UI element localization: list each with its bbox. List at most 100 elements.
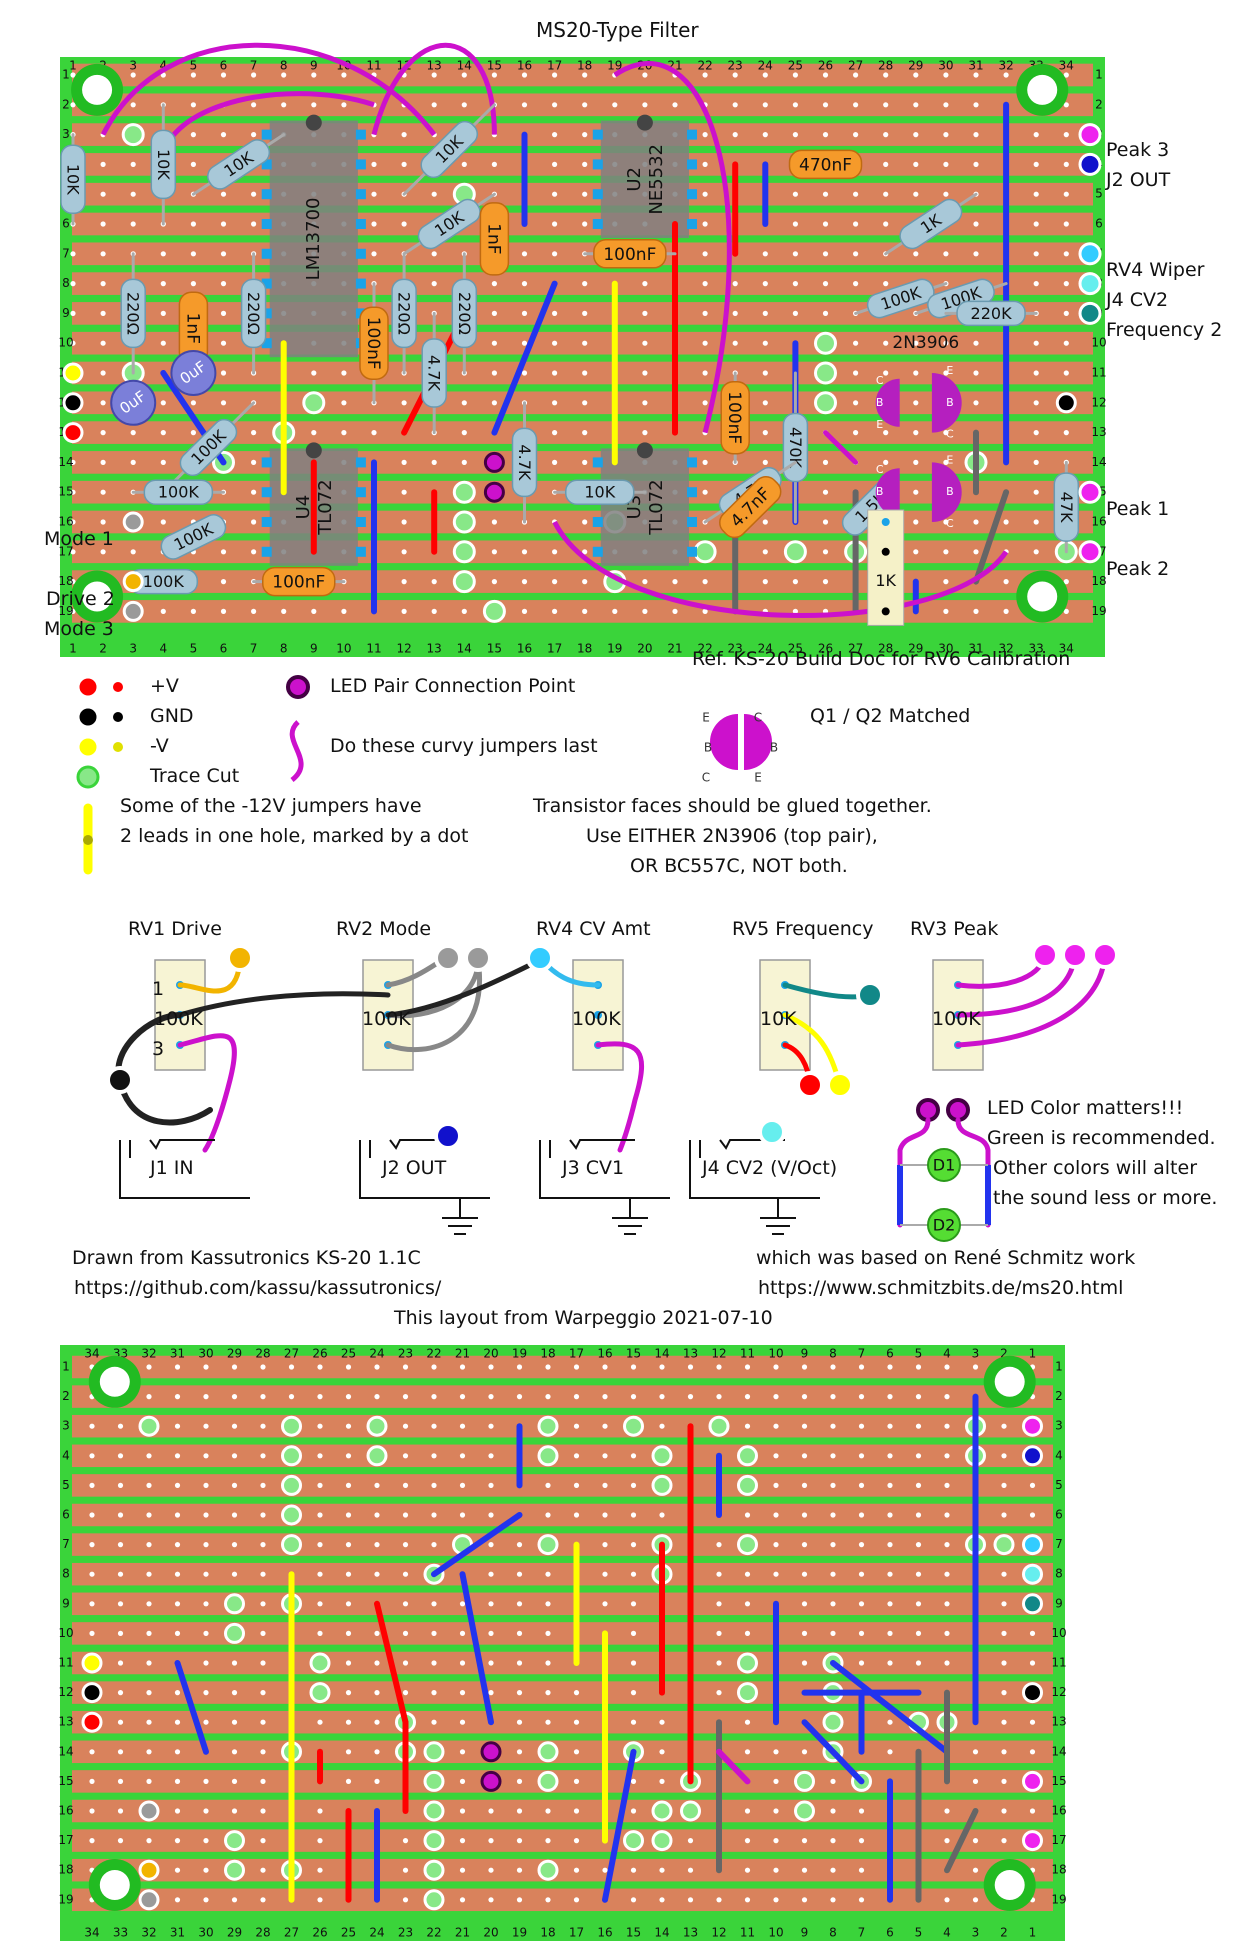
strip-hole: [702, 400, 708, 406]
mounting-hole-center: [82, 581, 113, 612]
trace-cut: [281, 1534, 302, 1556]
trace-cut: [309, 1652, 331, 1674]
strip-hole: [762, 459, 768, 465]
column-number: 30: [198, 1926, 213, 1940]
pad-drive-2: [122, 571, 144, 593]
strip-hole: [89, 1542, 95, 1548]
strip-hole: [160, 251, 166, 257]
strip-hole: [89, 1423, 95, 1429]
trimmer-rv6: [867, 509, 905, 626]
strip-hole: [642, 340, 648, 346]
strip-hole: [913, 370, 919, 376]
strip-hole: [251, 549, 257, 555]
copper-strip: [72, 1829, 1053, 1852]
ic-pin: [592, 517, 603, 527]
resistor-body: [899, 198, 963, 250]
off-board-pad: [1022, 1770, 1043, 1792]
transistor-pin: C: [946, 517, 954, 530]
column-number: 19: [512, 1347, 527, 1361]
strip-hole: [260, 1571, 266, 1577]
strip-hole: [913, 251, 919, 257]
strip-hole: [552, 370, 558, 376]
strip-hole: [822, 579, 829, 585]
strip-hole: [858, 1453, 865, 1459]
column-number: 32: [998, 59, 1013, 73]
trace-cut: [651, 1800, 673, 1822]
row-number: 19: [58, 604, 73, 618]
strip-hole: [231, 1749, 238, 1755]
strip-hole: [702, 489, 708, 495]
strip-hole: [582, 161, 588, 167]
row-number: 7: [62, 1537, 70, 1551]
jack-contact: [699, 1139, 785, 1158]
strip-hole: [146, 1630, 152, 1636]
jumper-blue: [602, 1748, 637, 1903]
transistor-pin: B: [876, 485, 884, 498]
strip-hole: [642, 400, 648, 406]
strip-hole: [1029, 1482, 1036, 1488]
pad-ground: [62, 392, 84, 414]
strip-hole: [716, 1630, 722, 1636]
strip-hole: [89, 1482, 95, 1488]
strip-hole: [220, 221, 227, 227]
strip-hole: [659, 1749, 665, 1755]
trace-cut: [482, 599, 506, 623]
copper-strip: [72, 1888, 1053, 1912]
column-number: 19: [607, 59, 622, 73]
strip-hole: [231, 1512, 238, 1518]
row-number: 14: [1051, 1744, 1066, 1758]
strip-hole: [220, 608, 227, 615]
strip-hole: [944, 1394, 950, 1400]
credit-based-on: which was based on René Schmitz work: [756, 1247, 1136, 1269]
strip-hole: [203, 1512, 209, 1518]
strip-hole: [1001, 1453, 1007, 1459]
strip-hole: [853, 340, 859, 346]
strip-hole: [887, 1364, 893, 1370]
column-number: 13: [683, 1926, 698, 1940]
strip-hole: [491, 161, 497, 167]
credit-github[interactable]: https://github.com/kassu/kassutronics/: [74, 1277, 442, 1299]
strip-hole: [100, 161, 106, 167]
strip-hole: [345, 1512, 352, 1518]
strip-hole: [1029, 1630, 1036, 1636]
strip-hole: [488, 1482, 494, 1488]
strip-hole: [459, 1778, 466, 1784]
strip-hole: [792, 608, 799, 615]
strip-hole: [944, 1808, 950, 1814]
strip-hole: [260, 1749, 266, 1755]
strip-hole: [702, 191, 708, 197]
column-number: 32: [141, 1347, 156, 1361]
column-number: 16: [597, 1926, 612, 1940]
strip-hole: [516, 1601, 523, 1607]
strip-hole: [100, 191, 106, 197]
ic-lm13700: [269, 120, 358, 358]
column-number: 27: [284, 1926, 299, 1940]
strip-hole: [317, 1867, 323, 1873]
strip-hole: [883, 430, 889, 436]
transistor-q1-2n3906: [875, 378, 900, 427]
strip-hole: [317, 1719, 323, 1725]
led-label: D1: [933, 1156, 956, 1175]
strip-hole: [231, 1482, 238, 1488]
column-number: 24: [369, 1926, 384, 1940]
pad-peak-3: [1031, 941, 1059, 969]
strip-hole: [117, 1482, 124, 1488]
led-connection-point: [480, 1770, 502, 1792]
column-number: 27: [848, 642, 863, 656]
strip-hole: [431, 1630, 437, 1636]
strip-hole: [545, 1571, 551, 1577]
column-number: 12: [396, 642, 411, 656]
led-d2: [927, 1208, 961, 1242]
strip-hole: [858, 1867, 865, 1873]
strip-hole: [801, 1601, 808, 1607]
strip-hole: [371, 251, 377, 257]
resistor-100k: 100K: [143, 479, 214, 505]
strip-hole: [762, 519, 768, 525]
strip-hole: [459, 1808, 466, 1814]
resistor-470k: 470K: [782, 412, 809, 483]
strip-hole: [913, 400, 919, 406]
column-number: 5: [915, 1926, 923, 1940]
strip-hole: [552, 161, 558, 167]
credit-schmitz[interactable]: https://www.schmitzbits.de/ms20.html: [758, 1277, 1124, 1299]
strip-hole: [401, 549, 407, 555]
